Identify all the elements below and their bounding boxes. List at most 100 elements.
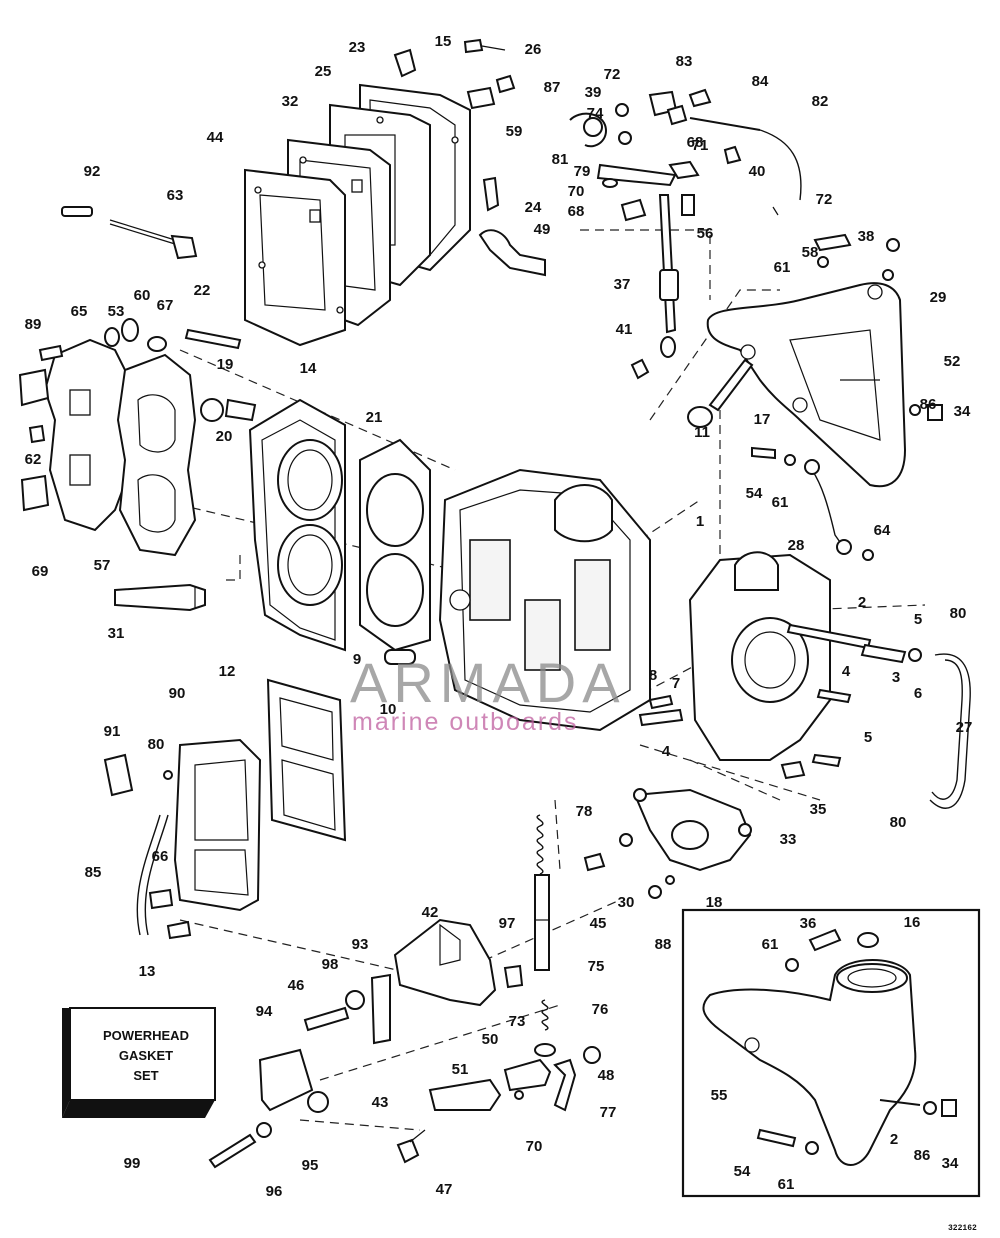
callout-54: 54	[746, 485, 763, 502]
gasket-set-line-1: POWERHEAD	[103, 1028, 189, 1043]
top-fasteners	[393, 38, 546, 277]
callout-81: 81	[552, 151, 569, 168]
callout-74: 74	[587, 105, 604, 122]
bolt-17	[708, 358, 754, 412]
callout-58: 58	[802, 244, 819, 261]
gasket-12	[266, 678, 347, 842]
left-covers	[18, 318, 257, 557]
callout-63: 63	[167, 187, 184, 204]
gasket-set-line-2: GASKET	[119, 1048, 173, 1063]
callout-35: 35	[810, 801, 827, 818]
callout-53: 53	[108, 303, 125, 320]
callout-79: 79	[574, 163, 591, 180]
bracket-42	[393, 918, 497, 1007]
callout-5: 5	[914, 611, 922, 628]
callout-86: 86	[914, 1147, 931, 1164]
callout-4: 4	[662, 743, 671, 760]
callout-26: 26	[525, 41, 542, 58]
callout-32: 32	[282, 93, 299, 110]
callout-9: 9	[353, 651, 361, 668]
bracket-33	[583, 788, 752, 899]
callout-36: 36	[800, 915, 817, 932]
callout-90: 90	[169, 685, 186, 702]
callout-75: 75	[588, 958, 605, 975]
callout-70: 70	[526, 1138, 543, 1155]
callout-51: 51	[452, 1061, 469, 1078]
callout-48: 48	[598, 1067, 615, 1084]
cylinder-block	[384, 468, 651, 732]
callout-59: 59	[506, 123, 523, 140]
callout-28: 28	[788, 537, 805, 554]
callout-65: 65	[71, 303, 88, 320]
spark-plug-31	[114, 583, 206, 612]
callout-94: 94	[256, 1003, 273, 1020]
callout-93: 93	[352, 936, 369, 953]
callout-39: 39	[585, 84, 602, 101]
callout-66: 66	[152, 848, 169, 865]
callout-22: 22	[194, 282, 211, 299]
callout-68: 68	[568, 203, 585, 220]
callout-72: 72	[816, 191, 833, 208]
callout-99: 99	[124, 1155, 141, 1172]
lower-linkage	[208, 814, 601, 1169]
watermark-brand: ARMADA	[350, 651, 626, 714]
watermark-tagline: marine outboards	[352, 708, 579, 736]
callout-60: 60	[134, 287, 151, 304]
callout-67: 67	[157, 297, 174, 314]
throttle-rod-37	[658, 194, 677, 334]
callout-11: 11	[694, 424, 710, 441]
callout-1: 1	[696, 513, 704, 530]
callout-49: 49	[534, 221, 551, 238]
callout-10: 10	[380, 701, 397, 718]
callout-54: 54	[734, 1163, 751, 1180]
callout-82: 82	[812, 93, 829, 110]
crankcase-1	[638, 551, 922, 780]
callout-52: 52	[944, 353, 961, 370]
gasket-set-box: POWERHEAD GASKET SET	[62, 1007, 216, 1118]
callout-4: 4	[842, 663, 851, 680]
callout-64: 64	[874, 522, 891, 539]
callout-24: 24	[525, 199, 542, 216]
callout-78: 78	[576, 803, 593, 820]
callout-43: 43	[372, 1094, 389, 1111]
callout-85: 85	[85, 864, 102, 881]
callout-91: 91	[104, 723, 121, 740]
callout-8: 8	[649, 667, 657, 684]
callout-6: 6	[914, 685, 922, 702]
callout-95: 95	[302, 1157, 319, 1174]
bolt-46	[303, 1006, 350, 1032]
callout-57: 57	[94, 557, 111, 574]
cylinder-head-14	[248, 398, 346, 652]
callout-98: 98	[322, 956, 339, 973]
callout-84: 84	[752, 73, 769, 90]
callout-61: 61	[778, 1176, 795, 1193]
callout-18: 18	[706, 894, 723, 911]
head-gasket-21	[359, 438, 431, 652]
callout-76: 76	[592, 1001, 609, 1018]
box-94	[258, 1048, 314, 1112]
callout-77: 77	[600, 1104, 617, 1121]
dipstick-assembly	[61, 206, 198, 260]
callout-16: 16	[904, 914, 921, 931]
callout-56: 56	[697, 225, 714, 242]
callout-61: 61	[772, 494, 789, 511]
hose-27	[929, 653, 971, 809]
callout-3: 3	[892, 669, 900, 686]
callout-80: 80	[890, 814, 907, 831]
callout-2: 2	[858, 594, 866, 611]
callout-88: 88	[655, 936, 672, 953]
spring-76	[541, 999, 549, 1031]
callout-20: 20	[216, 428, 233, 445]
callout-19: 19	[217, 356, 234, 373]
inset-alternate-bracket	[681, 908, 981, 1198]
callout-71: 71	[692, 137, 709, 154]
callout-40: 40	[749, 163, 766, 180]
callout-97: 97	[499, 915, 516, 932]
callout-23: 23	[349, 39, 366, 56]
callout-92: 92	[84, 163, 101, 180]
callout-96: 96	[266, 1183, 283, 1200]
callout-47: 47	[436, 1181, 453, 1198]
callout-17: 17	[754, 411, 771, 428]
callout-38: 38	[858, 228, 875, 245]
